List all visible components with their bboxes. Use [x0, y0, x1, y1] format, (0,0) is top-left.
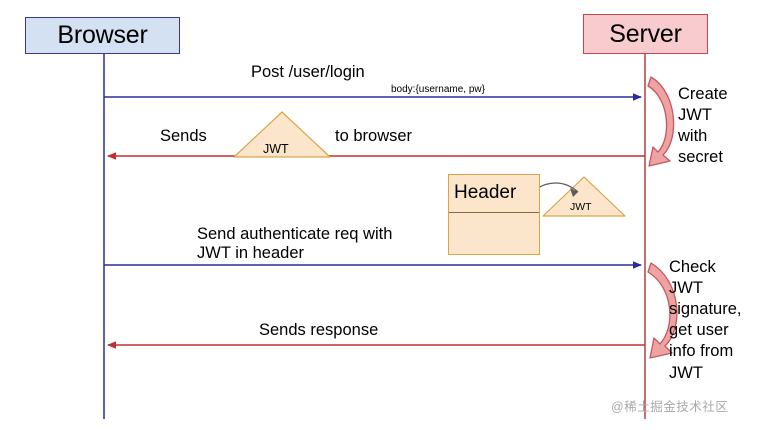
participant-browser-label: Browser: [57, 21, 148, 49]
self-arrow-create-jwt: [647, 76, 675, 167]
watermark: @稀土掘金技术社区: [611, 400, 729, 414]
self-note-check-jwt: Check JWT signature, get user info from …: [669, 258, 742, 382]
message-label-auth-request: Send authenticate req with JWT in header: [197, 225, 393, 263]
jwt-token-triangle-2-label: JWT: [570, 201, 592, 213]
header-to-jwt-connector-arrowhead: [570, 188, 578, 197]
message-label-sends-jwt-suffix: to browser: [335, 127, 413, 145]
http-header-box-label: Header: [454, 182, 517, 203]
self-arrow-check-jwt: [647, 262, 678, 359]
participant-server[interactable]: Server: [583, 14, 708, 54]
self-note-create-jwt: Create JWT with secret: [678, 85, 728, 167]
participant-server-label: Server: [609, 19, 682, 48]
message-sublabel-post-login-body: body:{username, pw}: [391, 84, 485, 95]
participant-browser[interactable]: Browser: [25, 17, 180, 54]
jwt-token-triangle-1: [233, 111, 331, 158]
jwt-token-triangle-1-label: JWT: [263, 142, 289, 156]
http-header-box: Header: [448, 174, 540, 255]
message-label-sends-jwt-prefix: Sends: [160, 127, 207, 145]
jwt-token-triangle-2: [542, 176, 626, 217]
message-label-sends-response: Sends response: [259, 321, 379, 339]
http-header-box-divider: [449, 212, 539, 213]
message-label-post-login: Post /user/login: [251, 63, 365, 81]
